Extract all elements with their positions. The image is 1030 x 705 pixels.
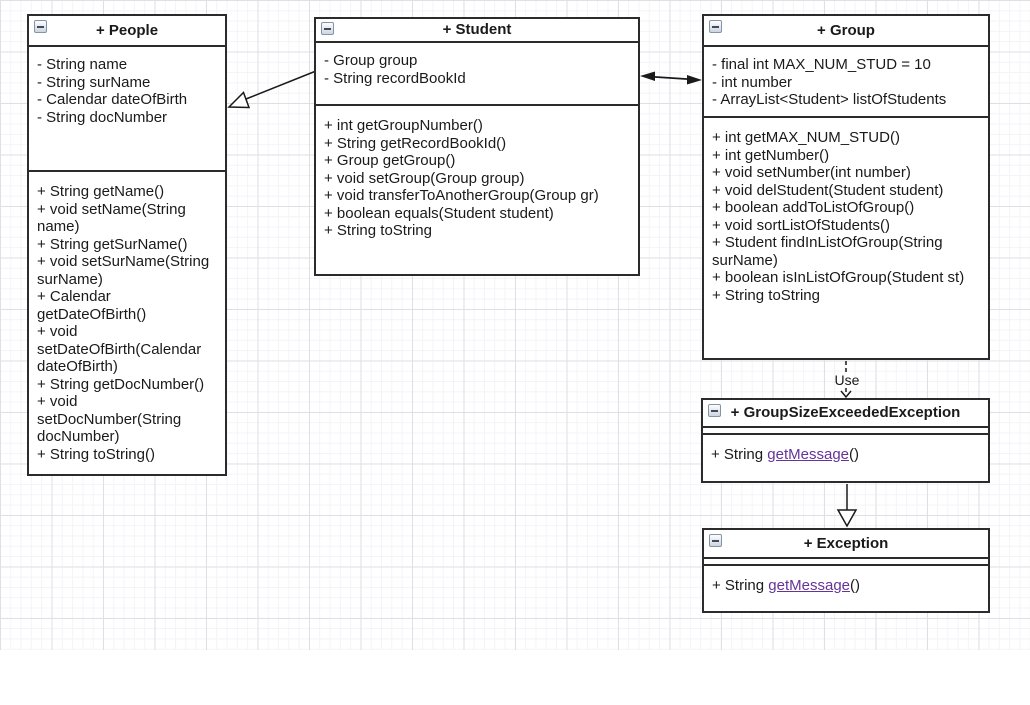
field: - Group group	[324, 52, 418, 69]
method-prefix: + String	[712, 577, 769, 594]
class-box-group[interactable]: + Group - final int MAX_NUM_STUD = 10 - …	[702, 14, 990, 360]
methods-compartment: + int getMAX_NUM_STUD() + int getNumber(…	[704, 118, 988, 304]
method: + Calendar getDateOfBirth()	[37, 288, 147, 323]
method: + void setSurName(String surName)	[37, 253, 210, 288]
field: - String name	[37, 56, 128, 73]
attributes-compartment	[703, 428, 988, 435]
method: + void transferToAnotherGroup(Group gr)	[324, 187, 599, 204]
method: + String toString	[712, 286, 820, 304]
field: - int number	[712, 73, 793, 91]
method: + void setGroup(Group group)	[324, 169, 525, 187]
field: - ArrayList<Student> listOfStudents	[712, 91, 947, 108]
method: + int getNumber()	[712, 146, 830, 164]
method: + String getName()	[37, 183, 165, 200]
methods-compartment: + String getMessage()	[703, 435, 988, 464]
class-title: + Group	[817, 21, 875, 39]
method-link[interactable]: getMessage	[768, 577, 850, 594]
attributes-compartment: - Group group - String recordBookId	[316, 43, 638, 106]
class-header-gsee: + GroupSizeExceededException	[703, 400, 988, 428]
field: - String surName	[37, 73, 151, 91]
method-suffix: ()	[849, 446, 859, 463]
use-label: Use	[834, 372, 860, 388]
method: + boolean isInListOfGroup(Student st)	[712, 269, 965, 286]
class-title: + People	[95, 21, 159, 39]
method: + String getDocNumber()	[37, 375, 205, 393]
method: + boolean addToListOfGroup()	[712, 199, 915, 216]
class-title: + GroupSizeExceededException	[730, 404, 961, 422]
collapse-minus-icon[interactable]	[321, 22, 334, 35]
class-box-exception[interactable]: + Exception + String getMessage()	[702, 528, 990, 613]
method: + void setDocNumber(String docNumber)	[37, 393, 182, 445]
class-title: + Exception	[803, 534, 889, 552]
method: + void setName(String name)	[37, 200, 186, 236]
field: - final int MAX_NUM_STUD = 10	[712, 56, 931, 73]
method: + String toString	[324, 222, 432, 239]
method: + int getMAX_NUM_STUD()	[712, 129, 900, 146]
field: - String docNumber	[37, 108, 168, 126]
class-box-groupsizeexceededexception[interactable]: + GroupSizeExceededException + String ge…	[701, 398, 990, 483]
method: + void sortListOfStudents()	[712, 216, 890, 234]
method: + void setDateOfBirth(Calendar dateOfBir…	[37, 323, 202, 375]
class-header-exception: + Exception	[704, 530, 988, 559]
attributes-compartment: - final int MAX_NUM_STUD = 10 - int numb…	[704, 47, 988, 118]
attributes-compartment	[704, 559, 988, 566]
field: - String recordBookId	[324, 69, 466, 87]
method: + String toString()	[37, 445, 155, 463]
method: + void setNumber(int number)	[712, 164, 911, 181]
method: + String getMessage()	[712, 577, 980, 595]
methods-compartment: + String getMessage()	[704, 566, 988, 595]
methods-compartment: + int getGroupNumber() + String getRecor…	[316, 106, 638, 240]
class-box-people[interactable]: + People - String name - String surName …	[27, 14, 227, 476]
attributes-compartment: - String name - String surName - Calenda…	[29, 47, 225, 172]
method-prefix: + String	[711, 446, 768, 463]
method-suffix: ()	[850, 577, 860, 594]
method: + boolean equals(Student student)	[324, 204, 554, 222]
collapse-minus-icon[interactable]	[709, 20, 722, 33]
class-box-student[interactable]: + Student - Group group - String recordB…	[314, 17, 640, 276]
method: + String getRecordBookId()	[324, 134, 507, 152]
collapse-minus-icon[interactable]	[34, 20, 47, 33]
method: + Group getGroup()	[324, 152, 456, 169]
method: + String getSurName()	[37, 235, 188, 253]
method: + int getGroupNumber()	[324, 117, 483, 134]
method: + void delStudent(Student student)	[712, 181, 944, 199]
methods-compartment: + String getName() + void setName(String…	[29, 172, 225, 463]
collapse-minus-icon[interactable]	[709, 534, 722, 547]
class-header-people: + People	[29, 16, 225, 47]
method: + Student findInListOfGroup(String surNa…	[712, 234, 943, 269]
class-header-group: + Group	[704, 16, 988, 47]
field: - Calendar dateOfBirth	[37, 91, 188, 108]
collapse-minus-icon[interactable]	[708, 404, 721, 417]
method: + String getMessage()	[711, 446, 980, 464]
class-title: + Student	[442, 21, 512, 39]
method-link[interactable]: getMessage	[767, 446, 849, 463]
class-header-student: + Student	[316, 19, 638, 43]
